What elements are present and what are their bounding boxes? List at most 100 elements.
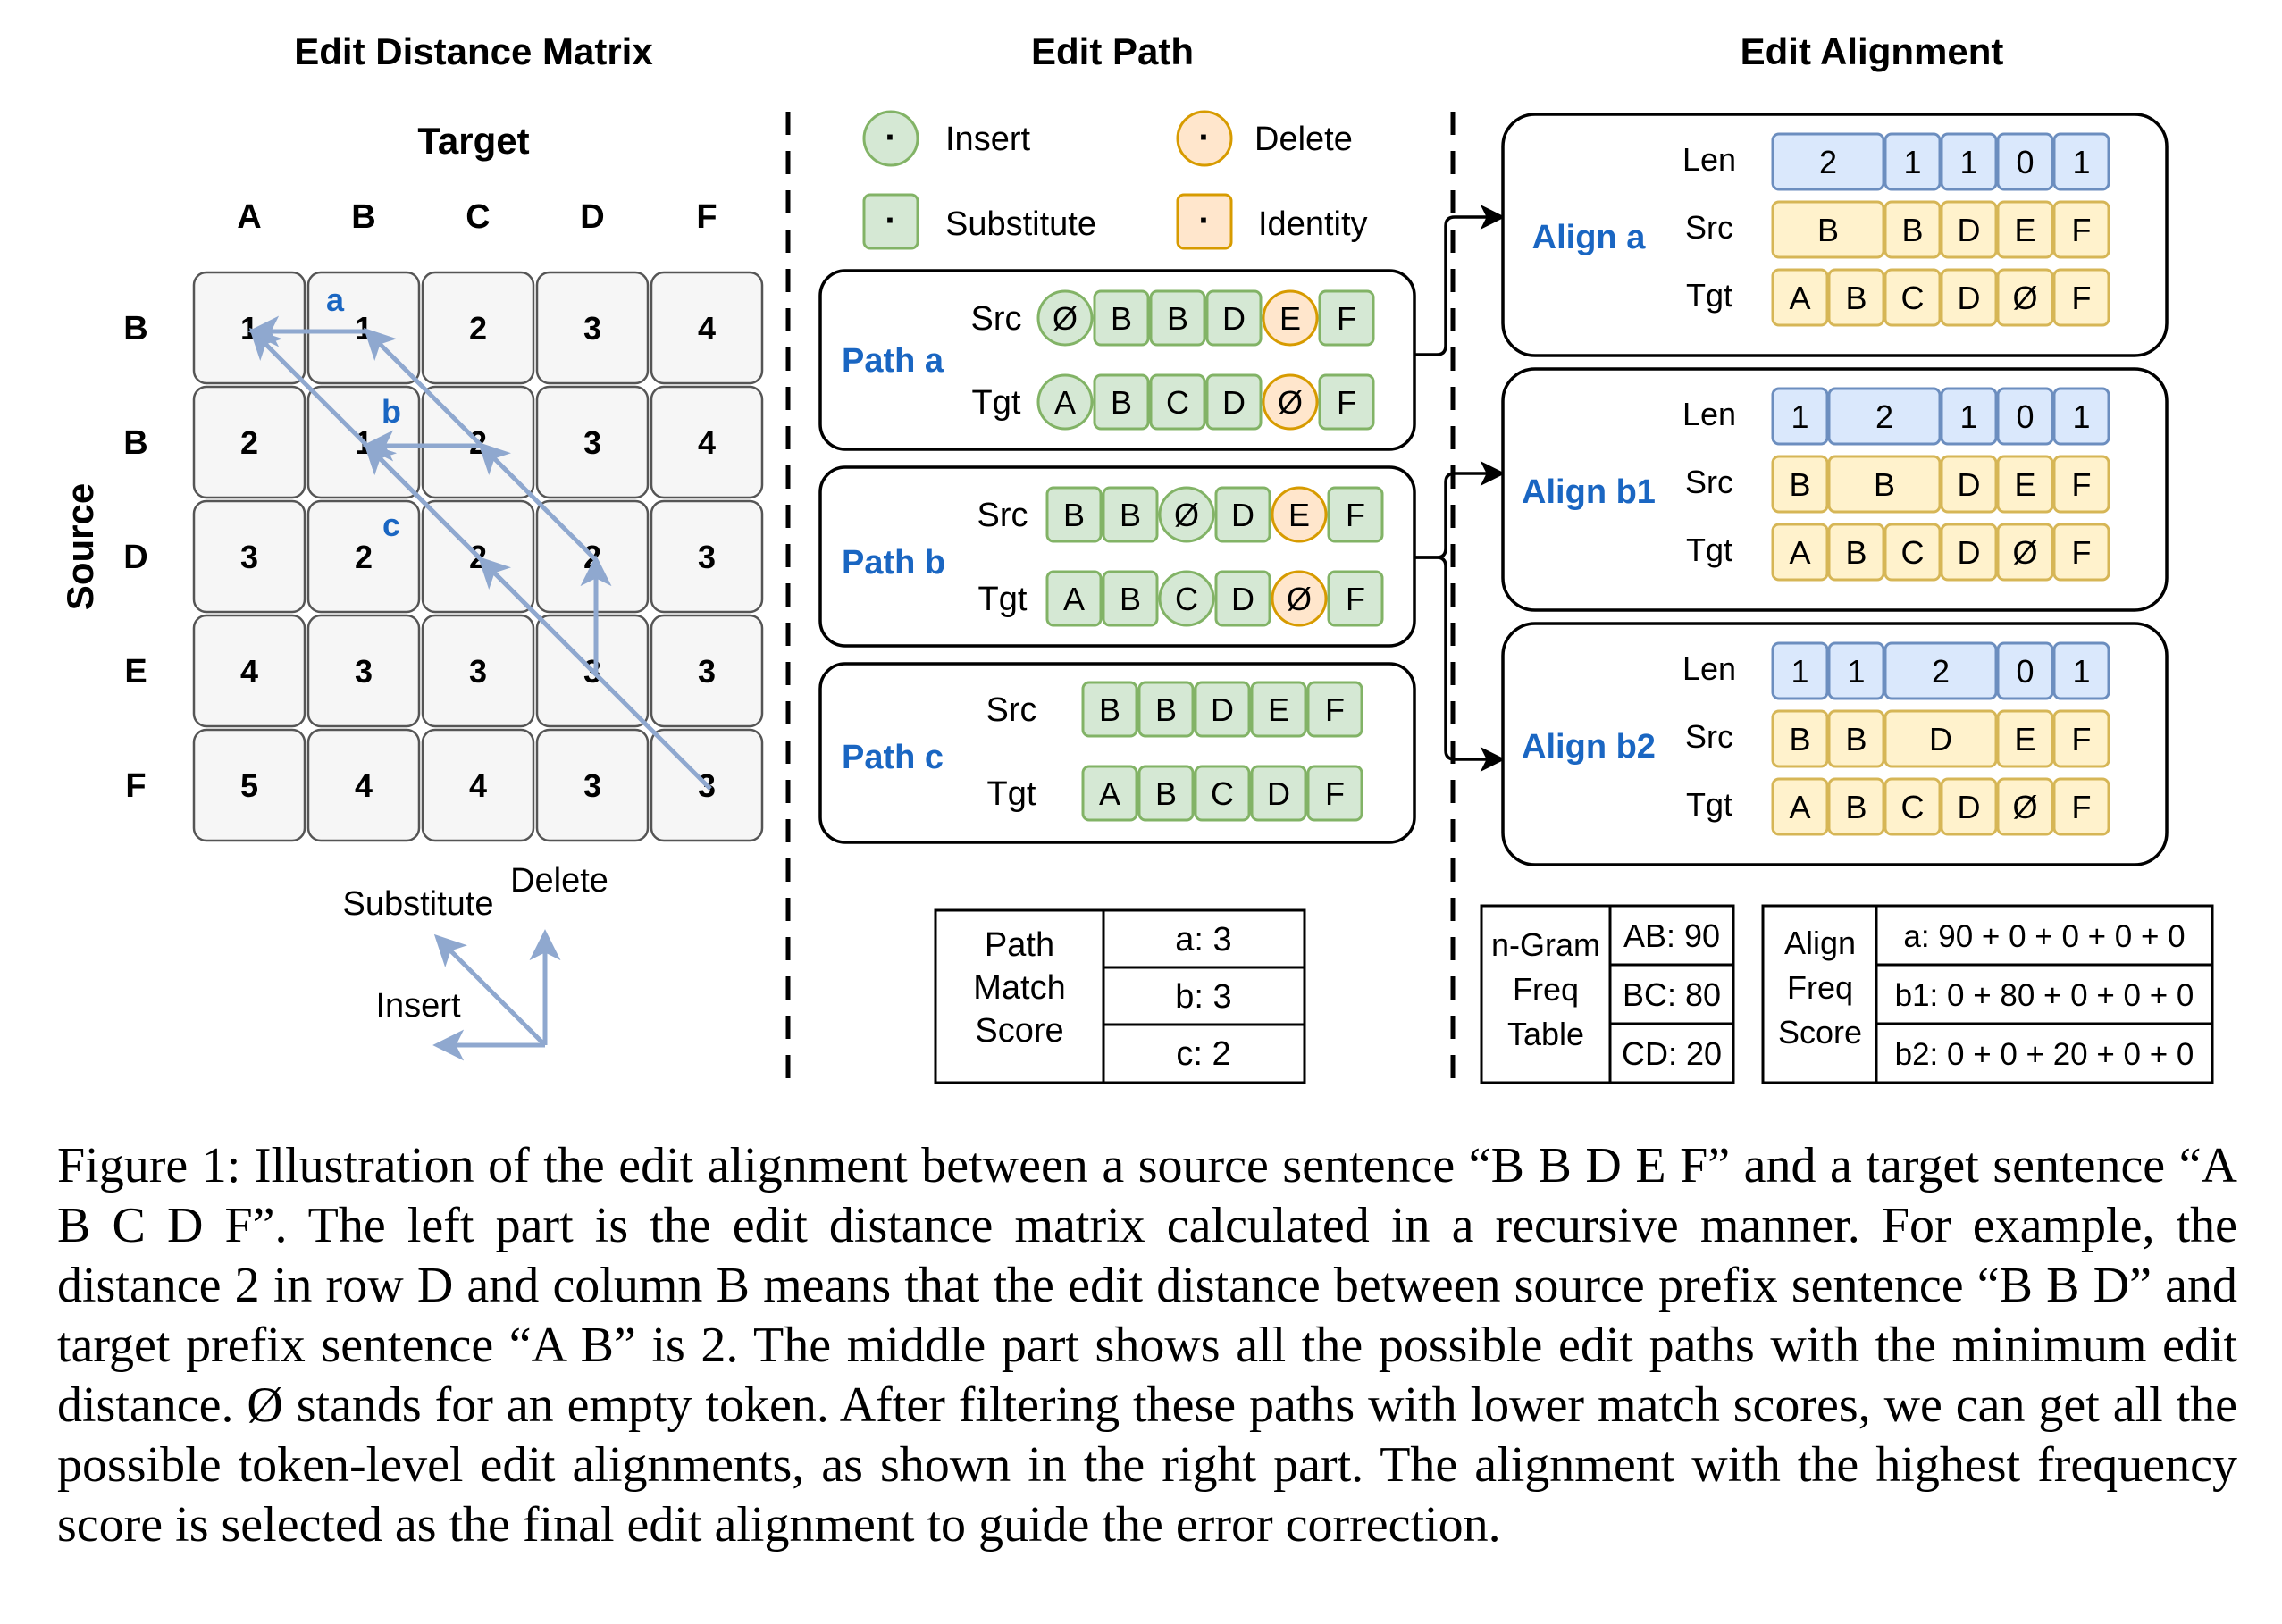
path-src-token: E [1288, 497, 1310, 533]
path-src-token: B [1099, 691, 1120, 728]
path-tgt-token: A [1054, 384, 1076, 421]
path-tgt-label: Tgt [978, 581, 1028, 618]
align-src-cell: B [1874, 466, 1895, 503]
path-src-token-shape [1137, 681, 1195, 738]
ngram-row: CD: 20 [1622, 1035, 1722, 1072]
path-src-token: B [1063, 497, 1085, 533]
align-src-cell-shape [1827, 455, 1942, 514]
path-to-align-connectors [1414, 205, 1506, 772]
path-name: Path c [842, 739, 944, 776]
path-tgt-token: F [1346, 581, 1365, 617]
align-src-cell: B [1789, 466, 1810, 503]
matrix-path-label: b [382, 393, 401, 430]
align-len-cell: 1 [1959, 398, 1977, 435]
align-src-cell-shape [2052, 200, 2110, 259]
path-tgt-token: Ø [1287, 581, 1312, 617]
path-src-token-shape [1149, 289, 1206, 347]
align-tgt-cell-shape [1883, 268, 1942, 327]
align-tgt-cell: B [1845, 789, 1867, 825]
path-tgt-token-shape [1081, 765, 1138, 822]
afs-row: a: 90 + 0 + 0 + 0 + 0 [1903, 919, 2185, 954]
align-len-label: Len [1682, 650, 1736, 687]
align-name: Align b1 [1522, 473, 1656, 511]
align-tgt-cell: B [1845, 534, 1867, 571]
align-len-cell-shape [1827, 641, 1885, 700]
align-src-cell: E [2014, 466, 2035, 503]
path-src-token-shape [1158, 486, 1215, 543]
align-src-label: Src [1685, 209, 1733, 246]
align-tgt-cell: F [2072, 280, 2092, 316]
align-src-label: Src [1685, 718, 1733, 755]
matrix-cell-value: 2 [240, 424, 258, 461]
matrix-cell-value: 4 [240, 653, 258, 690]
path-src-token: F [1337, 300, 1356, 337]
pms-row: a: 3 [1175, 921, 1231, 958]
matrix-cell-value: 4 [698, 424, 716, 461]
align-tgt-cell-shape [1883, 523, 1942, 582]
matrix-cell-value: 2 [355, 539, 373, 575]
path-src-token: E [1279, 300, 1301, 337]
connector-path-a [1414, 205, 1506, 356]
align-tgt-cell: F [2072, 534, 2092, 571]
path-tgt-token: A [1063, 581, 1085, 617]
path-name: Path b [842, 544, 945, 582]
matrix-cell [421, 614, 535, 728]
insert-legend-label: Insert [945, 121, 1030, 158]
align-src-cell-shape [2052, 709, 2110, 768]
align-len-cell: 1 [1847, 653, 1865, 690]
align-tgt-cell: Ø [2012, 534, 2037, 571]
matrix-cell [650, 385, 764, 499]
align-tgt-cell-shape [2052, 268, 2110, 327]
path-src-token-shape [1250, 681, 1307, 738]
afs-row: b1: 0 + 80 + 0 + 0 + 0 [1895, 978, 2194, 1013]
matrix-cell-value: 3 [355, 653, 373, 690]
path-src-token: F [1325, 691, 1345, 728]
source-axis-label: Source [59, 483, 101, 610]
matrix-heading: Edit Distance Matrix [294, 30, 653, 72]
matrix-cell-value: 1 [240, 310, 258, 347]
matrix-cell [192, 385, 306, 499]
insert-legend-swatch [862, 110, 919, 167]
path-src-token-shape [1205, 289, 1263, 347]
align-len-cell: 0 [2016, 653, 2034, 690]
matrix-path-arrows [247, 315, 712, 791]
align-tgt-cell-shape [1827, 268, 1885, 327]
matrix-cell-value: 3 [469, 653, 487, 690]
path-tgt-token-shape [1194, 765, 1251, 822]
align-len-cell: 1 [1903, 144, 1921, 180]
delete-legend-marker: · [1198, 118, 1210, 157]
path-tgt-token-shape [1102, 570, 1159, 627]
align-src-cell-shape [1883, 709, 1998, 768]
path-heading: Edit Path [1031, 30, 1194, 72]
path-src-token: E [1268, 691, 1289, 728]
align-src-cell-shape [1771, 455, 1829, 514]
align-src-cell: F [2072, 721, 2092, 758]
path-tgt-token-shape [1149, 373, 1206, 431]
path-tgt-token-shape [1158, 570, 1215, 627]
path-tgt-token: F [1325, 775, 1345, 812]
insert-legend-marker: · [885, 118, 896, 157]
matrix-cell-value: 4 [698, 310, 716, 347]
align-tgt-cell: C [1901, 534, 1925, 571]
matrix-path-label: a [326, 281, 345, 318]
pms-row: b: 3 [1175, 978, 1231, 1016]
path-tgt-token: D [1231, 581, 1254, 617]
path-tgt-token: Ø [1278, 384, 1303, 421]
ngram-row: AB: 90 [1623, 917, 1720, 954]
align-tgt-cell-shape [2052, 523, 2110, 582]
operation-legend: · Insert · Delete · Substitute · Identit… [862, 110, 1368, 250]
path-src-token: B [1120, 497, 1141, 533]
substitute-legend-label: Substitute [945, 205, 1096, 243]
align-len-cell-shape [1883, 132, 1942, 191]
align-tgt-cell-shape [2052, 777, 2110, 836]
align-len-cell: 1 [1791, 653, 1808, 690]
align-len-cell: 1 [1959, 144, 1977, 180]
matrix-path-labels: abc [326, 281, 401, 543]
ngram-frame [1480, 904, 1735, 1084]
align-len-cell-shape [1996, 132, 2054, 191]
align-len-cell: 2 [1875, 398, 1893, 435]
align-tgt-cell: D [1958, 534, 1981, 571]
align-tgt-cell-shape [1940, 268, 1998, 327]
align-len-cell: 0 [2016, 144, 2034, 180]
